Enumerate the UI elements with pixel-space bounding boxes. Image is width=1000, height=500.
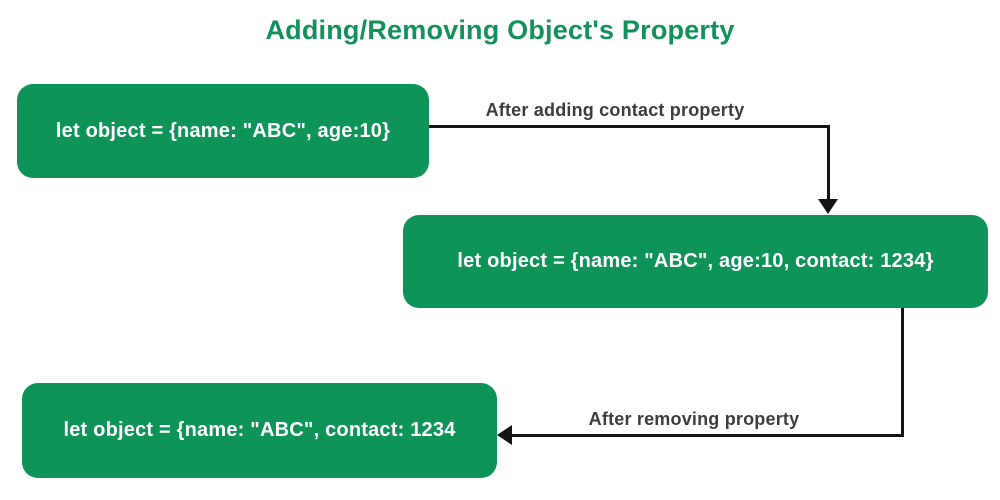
diagram-title: Adding/Removing Object's Property xyxy=(265,15,735,45)
adding-arrow-label: After adding contact property xyxy=(485,100,745,120)
object-box-initial: let object = {name: "ABC", age:10} xyxy=(17,84,429,178)
adding-arrow-vertical-segment xyxy=(827,125,830,201)
arrowhead-left-icon xyxy=(497,425,512,445)
object-box-after-removing: let object = {name: "ABC", contact: 1234 xyxy=(22,383,497,478)
object-box-after-removing-code: let object = {name: "ABC", contact: 1234 xyxy=(63,419,456,441)
removing-arrow-vertical-segment xyxy=(901,308,904,436)
arrowhead-down-icon xyxy=(818,199,838,214)
object-box-after-adding-code: let object = {name: "ABC", age:10, conta… xyxy=(457,250,934,272)
removing-arrow-label: After removing property xyxy=(588,409,800,429)
object-box-after-adding: let object = {name: "ABC", age:10, conta… xyxy=(403,215,988,308)
removing-arrow-horizontal-segment xyxy=(511,434,904,437)
adding-arrow-horizontal-segment xyxy=(429,125,830,128)
object-box-initial-code: let object = {name: "ABC", age:10} xyxy=(55,119,391,142)
